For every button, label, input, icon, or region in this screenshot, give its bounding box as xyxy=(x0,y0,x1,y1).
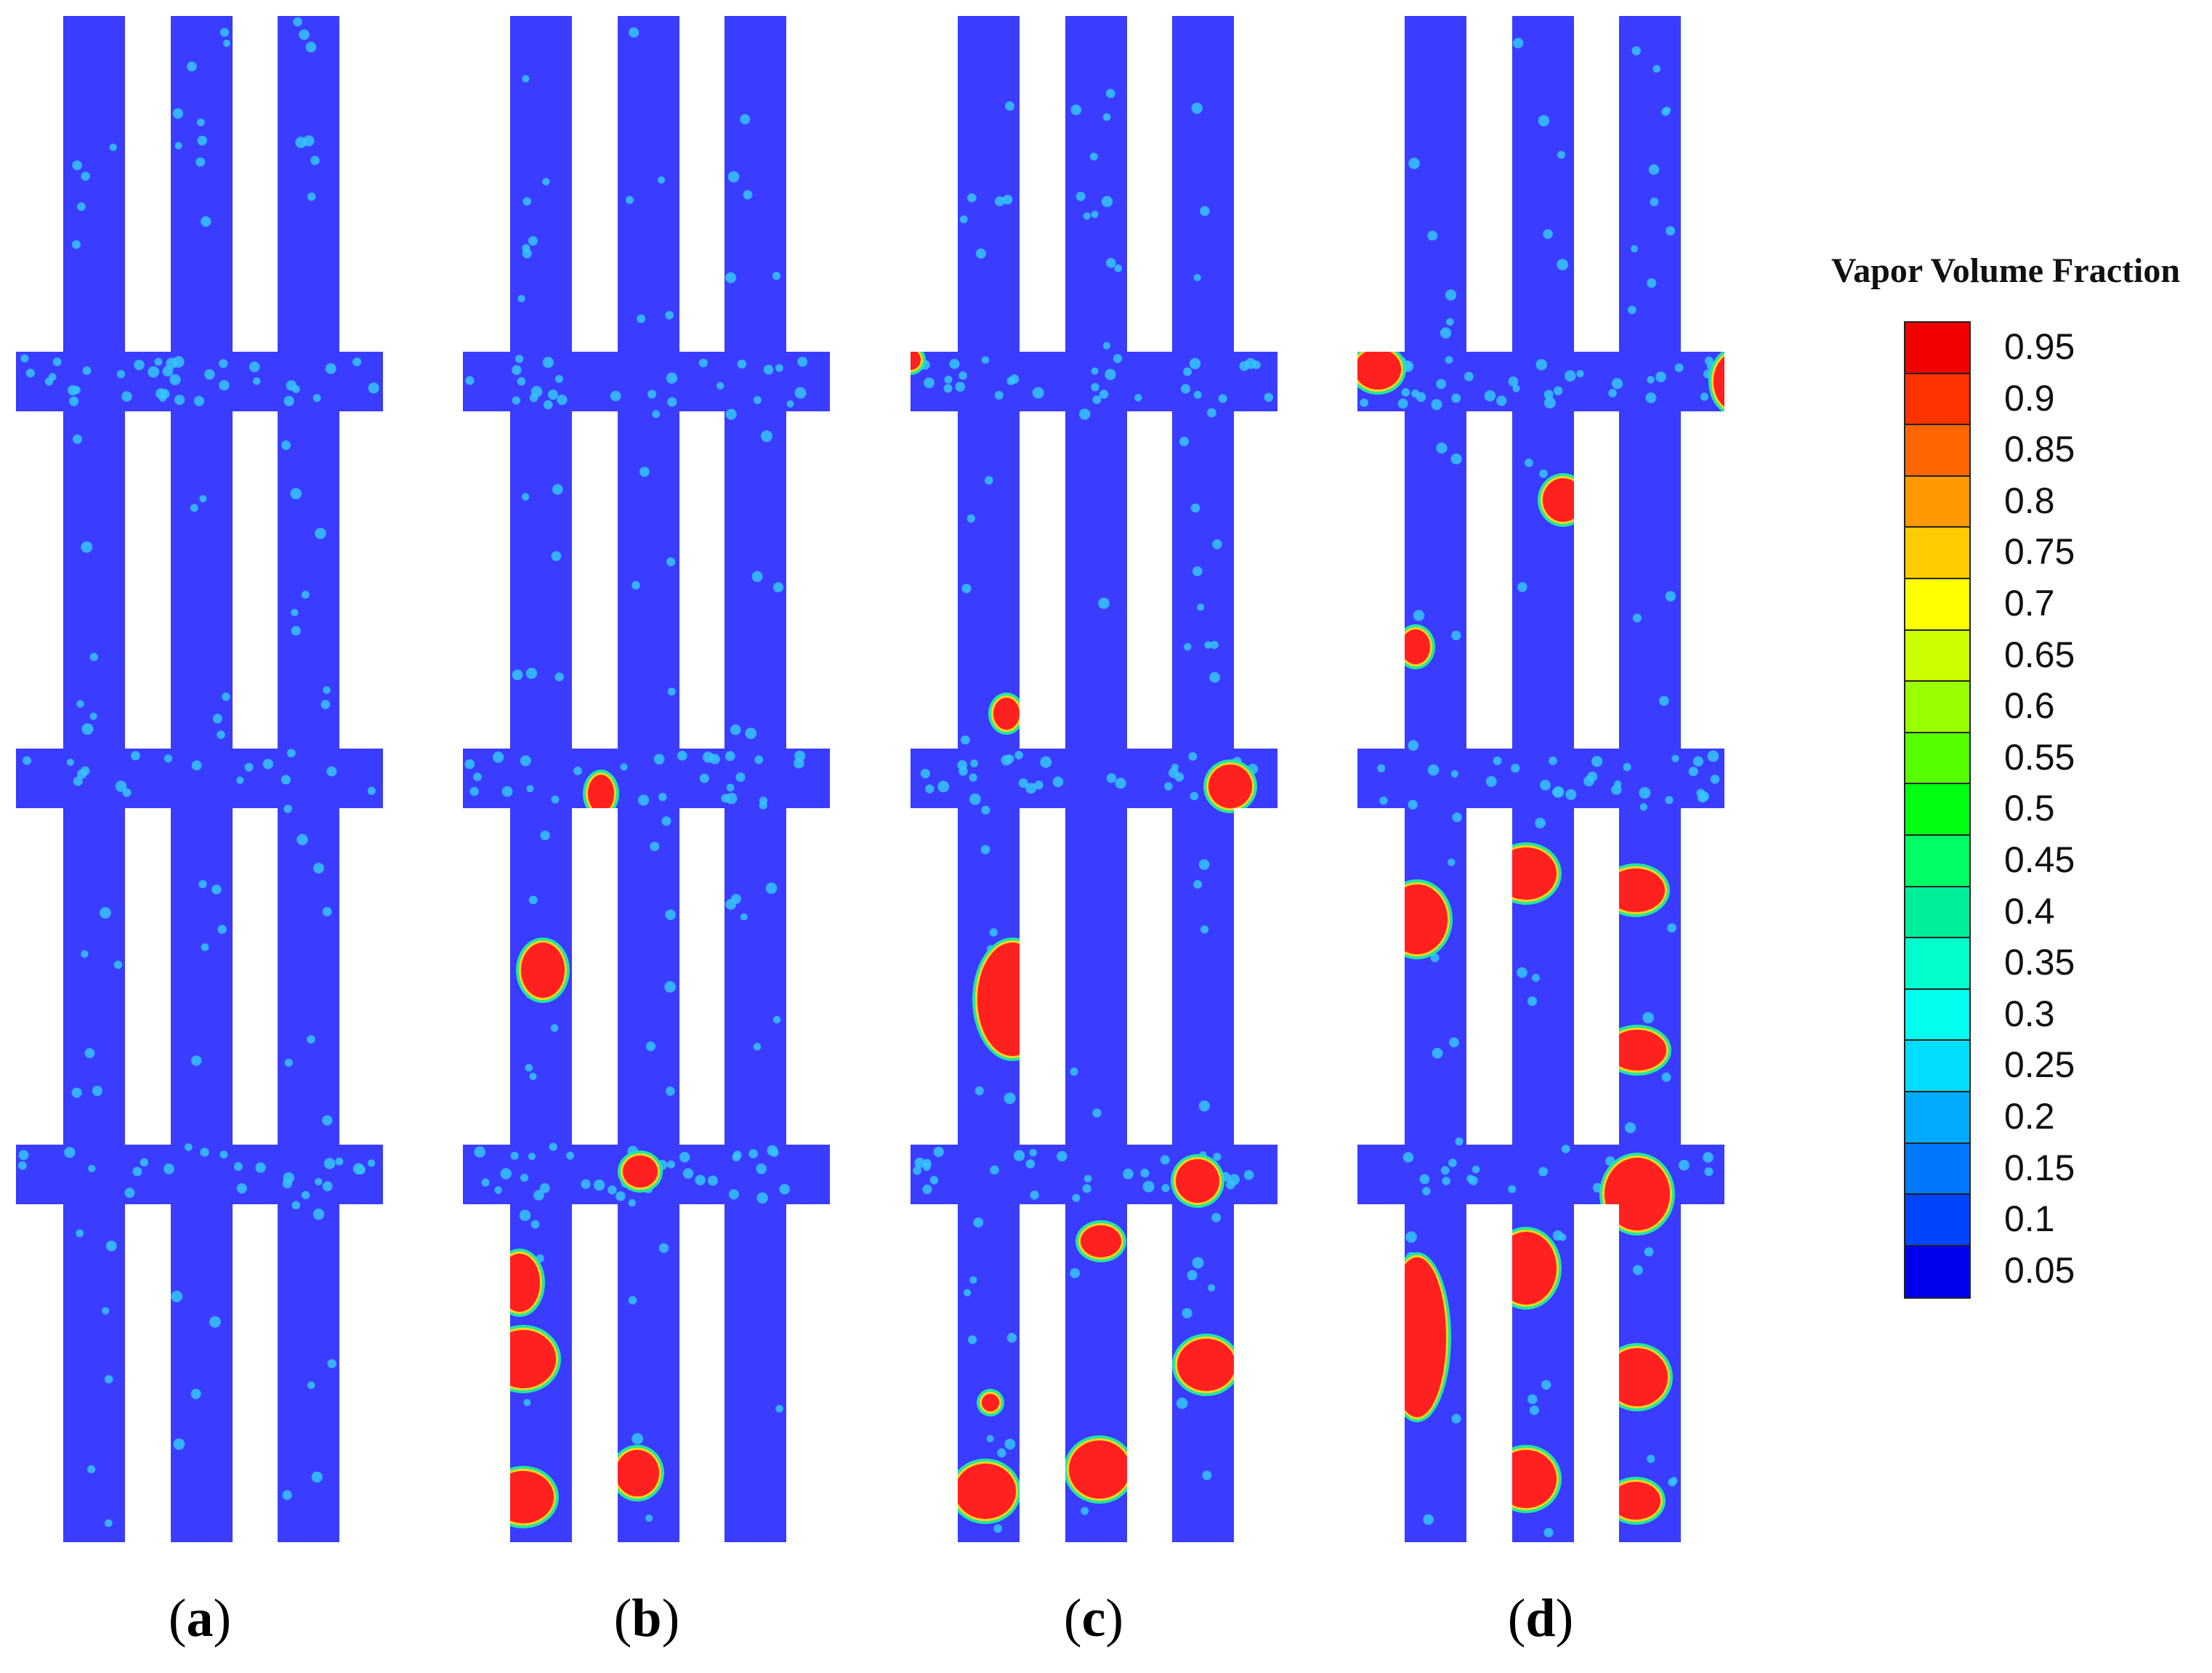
vapor-bubble xyxy=(1611,1482,1660,1520)
vapor-bubble xyxy=(615,1450,659,1496)
colorbar-tick-label: 0.45 xyxy=(2004,839,2075,880)
colorbar-swatch xyxy=(1905,1092,1969,1144)
vapor-bubble xyxy=(1495,1232,1557,1305)
vapor-bubble xyxy=(1607,1348,1668,1406)
vapor-bubble xyxy=(993,698,1020,730)
colorbar-swatch xyxy=(1905,682,1969,733)
panel-label-b: (b) xyxy=(613,1589,680,1648)
colorbar-swatch xyxy=(1905,784,1969,836)
vapor-bubble xyxy=(1608,1030,1666,1071)
colorbar-swatch xyxy=(1905,374,1969,426)
channel-crossbar xyxy=(1357,749,1724,808)
vapor-bubble xyxy=(1543,478,1583,522)
vapor-bubble xyxy=(623,1156,658,1188)
vapor-bubble xyxy=(1495,1450,1557,1508)
vapor-bubble xyxy=(823,1237,830,1292)
vapor-bubble xyxy=(824,1450,830,1505)
vapor-halo xyxy=(819,1445,830,1510)
panel-label-a: (a) xyxy=(168,1589,232,1648)
vapor-edge xyxy=(822,1448,830,1507)
grid-panel-c xyxy=(911,16,1277,1542)
vapor-bubble xyxy=(588,775,614,813)
vapor-bubble xyxy=(911,350,921,370)
panel-label-d: (d) xyxy=(1507,1589,1574,1648)
colorbar-tick-label: 0.95 xyxy=(2004,326,2075,367)
vapor-bubble xyxy=(1607,868,1665,912)
vapor-bubble xyxy=(1388,1257,1446,1417)
cavitation-nuclei xyxy=(913,89,1274,1533)
colorbar-tick-label: 0.6 xyxy=(2004,685,2055,727)
cavitation-nuclei xyxy=(1358,38,1724,1538)
colorbar-tick-label: 0.05 xyxy=(2004,1249,2075,1291)
vapor-bubble xyxy=(1495,847,1557,900)
colorbar-tick-label: 0.3 xyxy=(2004,993,2055,1034)
colorbar-swatch xyxy=(1905,835,1969,887)
colorbar xyxy=(1904,321,1971,1299)
vapor-bubble xyxy=(1081,1225,1121,1257)
vapor-bubble xyxy=(982,1394,999,1411)
channel-crossbar xyxy=(16,1145,383,1204)
vapor-bubble xyxy=(1176,1159,1219,1203)
colorbar-tick-label: 0.25 xyxy=(2004,1044,2075,1086)
colorbar-tick-label: 0.8 xyxy=(2004,480,2055,521)
colorbar-tick-label: 0.55 xyxy=(2004,736,2075,778)
vapor-bubble xyxy=(499,1254,540,1312)
grid-panel-d xyxy=(1357,16,1724,1542)
colorbar-swatch xyxy=(1905,323,1969,374)
colorbar-swatch xyxy=(1905,476,1969,528)
colorbar-swatch xyxy=(1905,989,1969,1041)
vapor-bubble xyxy=(1386,884,1448,954)
grid-panel-b xyxy=(463,16,830,1542)
colorbar-tick-label: 0.75 xyxy=(2004,531,2075,573)
colorbar-swatch xyxy=(1905,579,1969,631)
vapor-bubble xyxy=(1357,349,1401,390)
colorbar-tick-label: 0.5 xyxy=(2004,788,2055,829)
colorbar-tick-label: 0.1 xyxy=(2004,1198,2055,1240)
vapor-edge xyxy=(820,1235,830,1294)
vapor-bubble xyxy=(521,943,565,998)
vapor-bubble xyxy=(1069,1440,1130,1499)
cavitation-nuclei xyxy=(17,17,379,1528)
vapor-bubble xyxy=(1604,1158,1670,1230)
vapor-regions xyxy=(911,344,1257,1524)
colorbar-title: Vapor Volume Fraction xyxy=(1830,251,2181,290)
cavitation-nuclei xyxy=(464,27,808,1522)
colorbar-swatch xyxy=(1905,630,1969,682)
vapor-bubble xyxy=(493,1471,554,1523)
colorbar-swatch xyxy=(1905,1195,1969,1246)
channel-crossbar xyxy=(16,749,383,808)
colorbar-swatch xyxy=(1905,1041,1969,1092)
vapor-bubble xyxy=(1177,1339,1235,1391)
vapor-bubble xyxy=(977,943,1047,1056)
vapor-bubble xyxy=(1714,352,1724,411)
colorbar-swatch xyxy=(1905,1246,1969,1298)
colorbar-tick-label: 0.65 xyxy=(2004,634,2075,675)
vapor-bubble xyxy=(1401,629,1430,664)
colorbar-swatch xyxy=(1905,425,1969,477)
colorbar-tick-label: 0.35 xyxy=(2004,942,2075,983)
colorbar-tick-label: 0.2 xyxy=(2004,1096,2055,1137)
colorbar-tick-label: 0.9 xyxy=(2004,377,2055,419)
panel-label-c: (c) xyxy=(1063,1589,1124,1648)
colorbar-tick-label: 0.7 xyxy=(2004,583,2055,624)
vapor-bubble xyxy=(955,1464,1016,1519)
colorbar-tick-label: 0.85 xyxy=(2004,429,2075,470)
colorbar-tick-label: 0.15 xyxy=(2004,1147,2075,1188)
colorbar-swatch xyxy=(1905,938,1969,990)
colorbar-tick-label: 0.4 xyxy=(2004,890,2055,932)
colorbar-swatch xyxy=(1905,733,1969,785)
vapor-bubble xyxy=(491,1330,556,1388)
vapor-bubble xyxy=(1208,765,1252,808)
vapor-halo xyxy=(818,1232,830,1297)
colorbar-swatch xyxy=(1905,528,1969,579)
grid-panel-a xyxy=(16,16,383,1542)
colorbar-swatch xyxy=(1905,1143,1969,1196)
colorbar-swatch xyxy=(1905,887,1969,939)
